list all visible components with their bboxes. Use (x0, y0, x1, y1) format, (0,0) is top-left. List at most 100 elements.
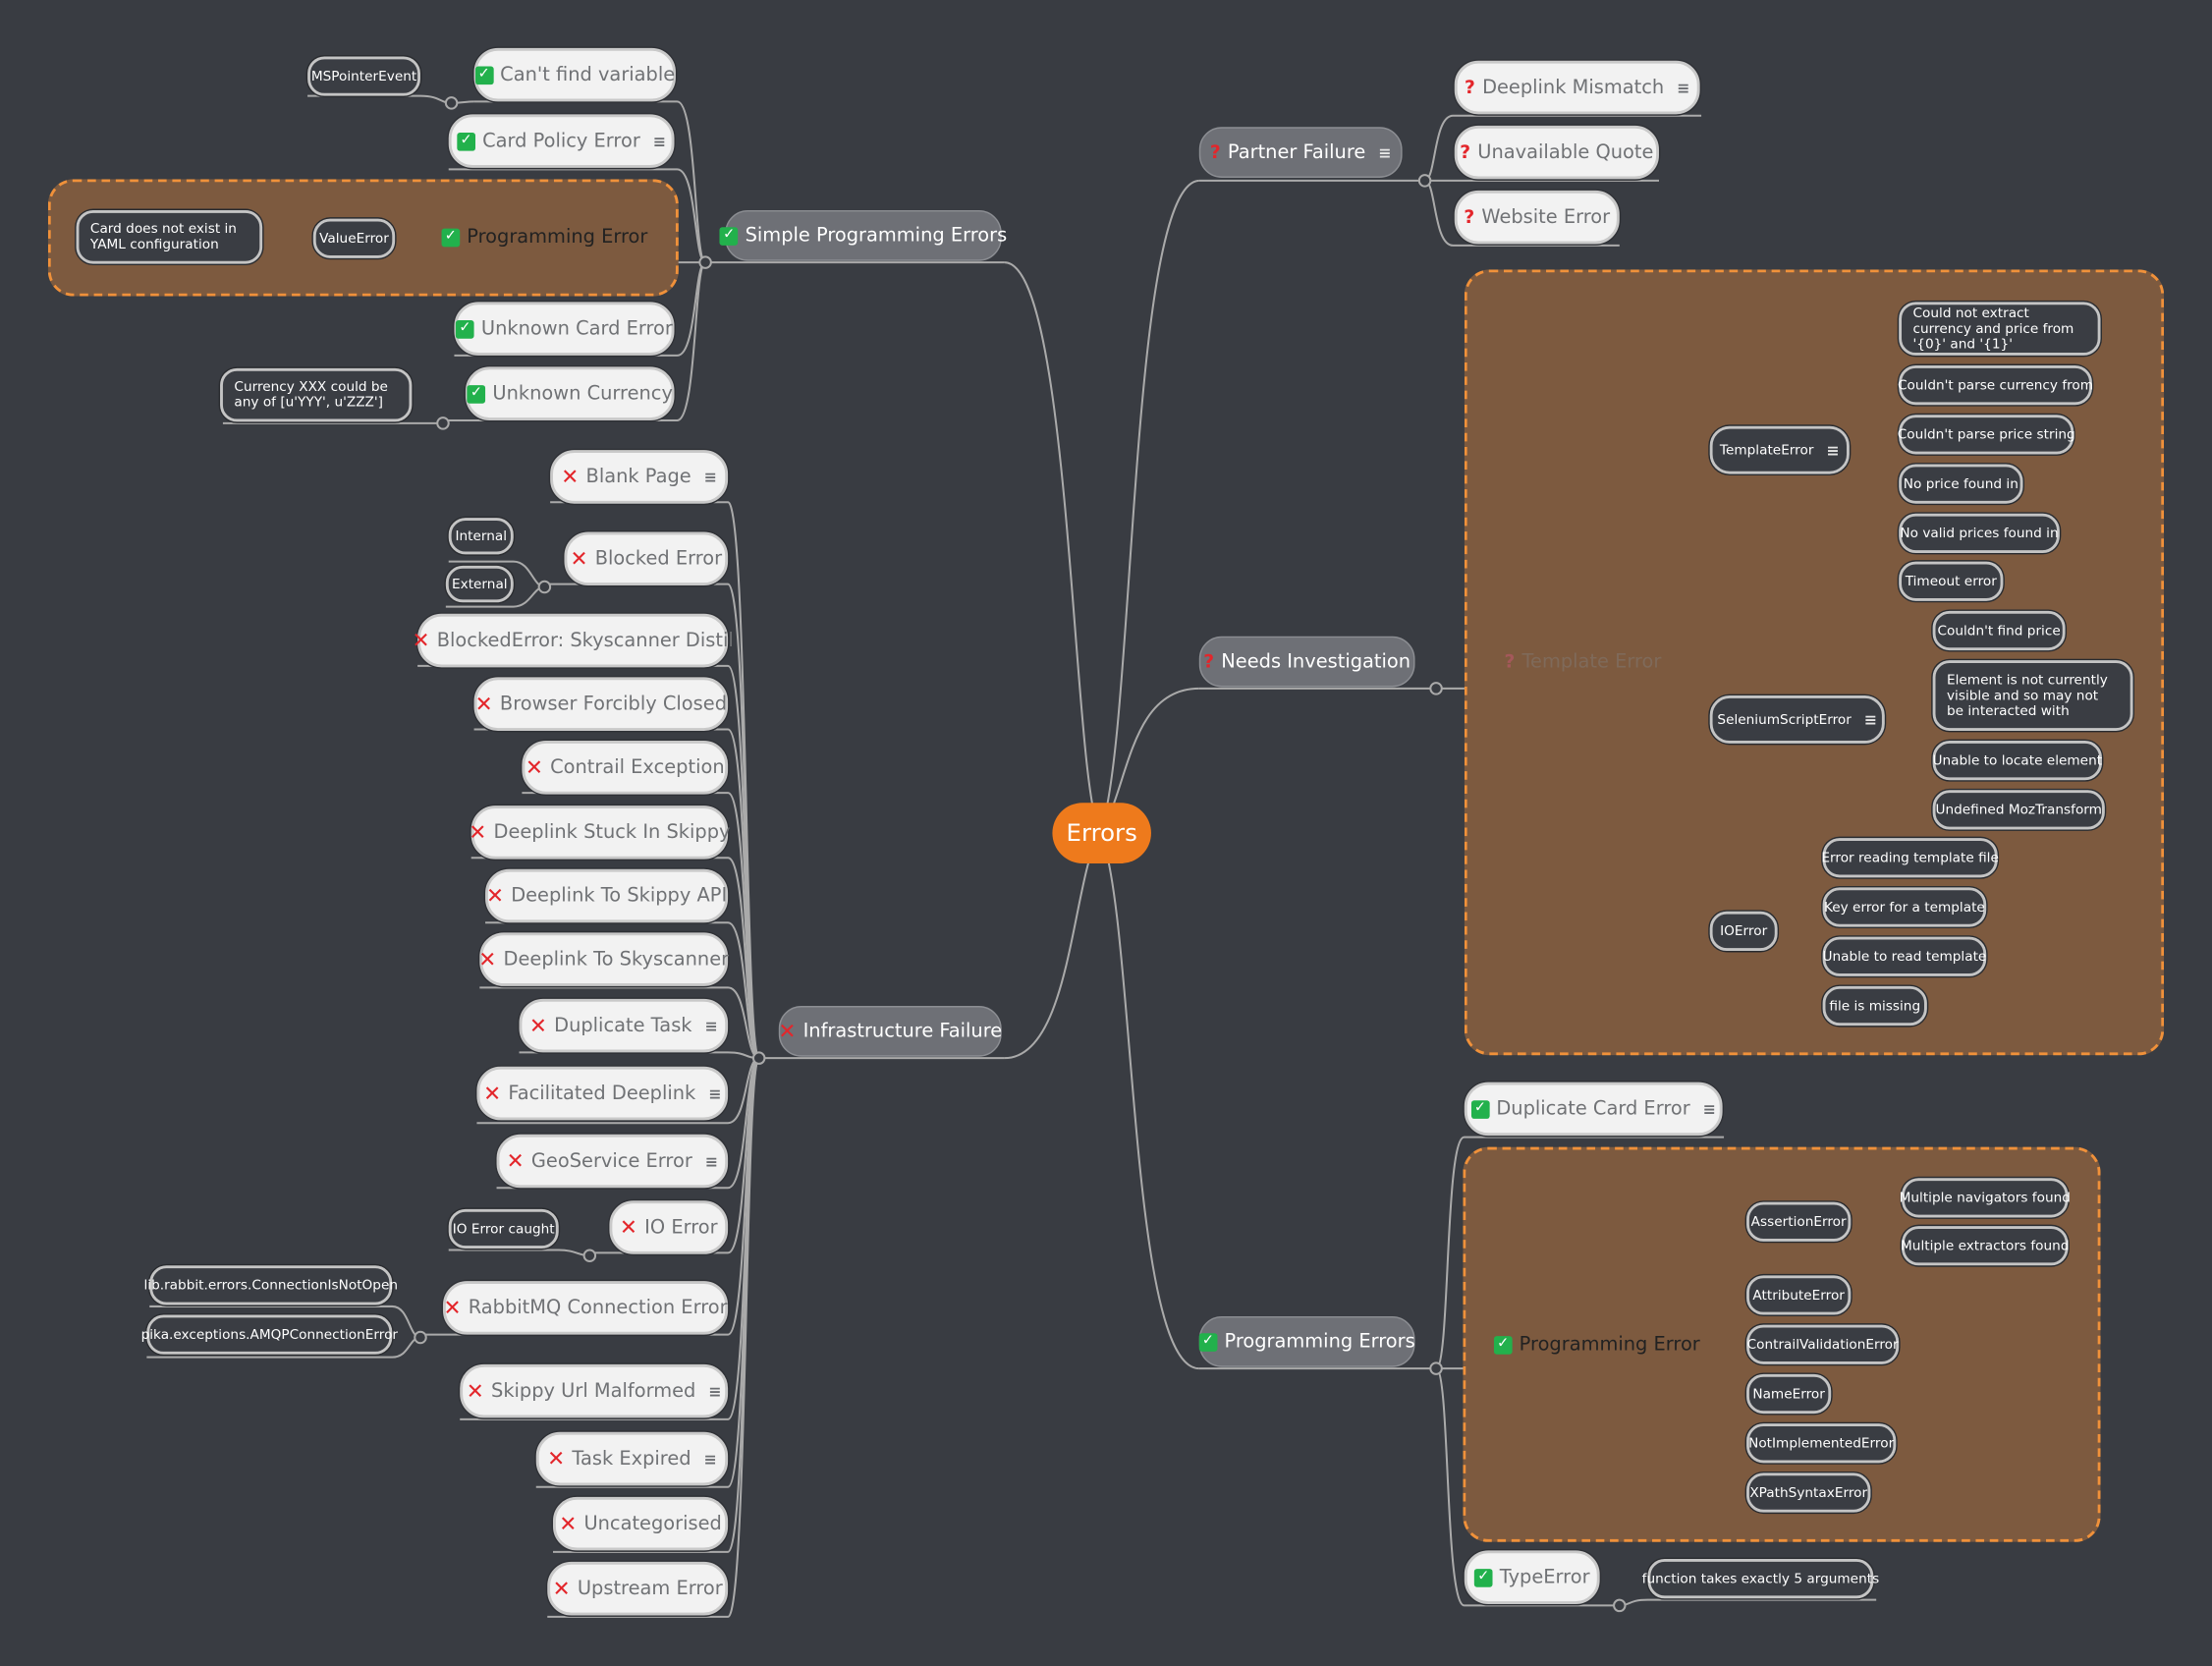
leaf-timeout-error[interactable]: Timeout error (1899, 561, 2004, 601)
topic-upstream-error[interactable]: ✕ Upstream Error (547, 1561, 729, 1616)
topic-partner-failure[interactable]: ? Partner Failure ≡ (1198, 127, 1403, 178)
notes-icon: ≡ (704, 1151, 718, 1171)
check-icon: ✓ (474, 65, 494, 84)
cross-icon: ✕ (570, 545, 588, 571)
topic-deeplink-to-skyscanner[interactable]: ✕ Deeplink To Skyscanner (478, 932, 729, 986)
leaf-couldnt-find-price[interactable]: Couldn't find price (1932, 610, 2066, 651)
topic-website-error[interactable]: ? Website Error (1454, 190, 1620, 245)
notes-icon: ≡ (1826, 440, 1840, 460)
leaf-file-is-missing[interactable]: file is missing (1822, 985, 1927, 1027)
question-icon: ? (1460, 141, 1471, 163)
cross-icon: ✕ (619, 1213, 637, 1240)
topic-assertion-error[interactable]: AssertionError (1746, 1201, 1852, 1242)
root-topic[interactable]: Errors (1052, 803, 1151, 863)
leaf-error-reading-template[interactable]: Error reading template file (1821, 838, 1999, 878)
topic-simple-programming-error-inner[interactable]: ✓ Programming Error (441, 219, 647, 255)
leaf-xpath-syntax-error[interactable]: XPathSyntaxError (1746, 1472, 1871, 1513)
leaf-internal[interactable]: Internal (448, 518, 514, 555)
leaf-couldnt-parse-currency[interactable]: Couldn't parse currency from (1898, 364, 2093, 406)
leaf-io-error-caught[interactable]: IO Error caught (448, 1208, 559, 1250)
check-icon: ✓ (1493, 1335, 1513, 1355)
topic-io-error[interactable]: ✕ IO Error (609, 1200, 729, 1254)
topic-selenium-script-error[interactable]: SeleniumScriptError ≡ (1709, 695, 1885, 744)
topic-geoservice-error[interactable]: ✕ GeoService Error ≡ (496, 1134, 729, 1189)
topic-deeplink-to-skippy-api[interactable]: ✕ Deeplink To Skippy API (485, 868, 729, 923)
leaf-key-error-template[interactable]: Key error for a template (1822, 887, 1987, 927)
topic-deeplink-stuck-in-skippy[interactable]: ✕ Deeplink Stuck In Skippy (469, 805, 731, 860)
leaf-mspointerevent[interactable]: MSPointerEvent (307, 56, 420, 96)
topic-duplicate-task[interactable]: ✕ Duplicate Task ≡ (519, 998, 729, 1053)
leaf-not-implemented-error[interactable]: NotImplementedError (1746, 1423, 1897, 1464)
check-icon: ✓ (467, 384, 486, 404)
topic-rabbitmq-connection-error[interactable]: ✕ RabbitMQ Connection Error (442, 1281, 729, 1335)
leaf-external[interactable]: External (445, 565, 514, 603)
leaf-function-takes-arguments[interactable]: function takes exactly 5 arguments (1642, 1559, 1879, 1599)
question-icon: ? (1209, 141, 1221, 163)
cross-icon: ✕ (559, 1510, 578, 1536)
leaf-could-not-extract[interactable]: Could not extract currency and price fro… (1899, 302, 2101, 356)
cross-icon: ✕ (552, 1575, 571, 1601)
check-icon: ✓ (719, 226, 739, 246)
leaf-undefined-moztransform[interactable]: Undefined MozTransform (1932, 790, 2105, 830)
leaf-multiple-navigators[interactable]: Multiple navigators found (1900, 1178, 2071, 1218)
cross-icon: ✕ (474, 691, 493, 716)
topic-contrail-exception[interactable]: ✕ Contrail Exception (522, 741, 729, 795)
topic-cant-find-variable[interactable]: ✓ Can't find variable (473, 47, 676, 102)
check-icon: ✓ (1473, 1568, 1493, 1587)
leaf-card-not-in-yaml[interactable]: Card does not exist in YAML configuratio… (76, 209, 263, 264)
topic-duplicate-card-error[interactable]: ✓ Duplicate Card Error ≡ (1464, 1082, 1723, 1137)
topic-facilitated-deeplink[interactable]: ✕ Facilitated Deeplink ≡ (476, 1066, 729, 1121)
leaf-value-error[interactable]: ValueError (312, 218, 396, 258)
leaf-unable-to-locate[interactable]: Unable to locate element (1933, 741, 2102, 781)
leaf-unable-read-template[interactable]: Unable to read template (1822, 936, 1986, 976)
topic-unknown-currency[interactable]: ✓ Unknown Currency (465, 366, 675, 420)
topic-uncategorised[interactable]: ✕ Uncategorised (552, 1496, 729, 1551)
check-icon: ✓ (441, 227, 461, 247)
cross-icon: ✕ (525, 753, 543, 780)
notes-icon: ≡ (1863, 710, 1878, 729)
cross-icon: ✕ (778, 1018, 797, 1044)
question-icon: ? (1464, 206, 1475, 228)
leaf-attribute-error[interactable]: AttributeError (1746, 1275, 1852, 1315)
cross-icon: ✕ (412, 627, 430, 653)
topic-programming-error-inner[interactable]: ✓ Programming Error (1493, 1326, 1700, 1362)
leaf-name-error[interactable]: NameError (1746, 1373, 1832, 1415)
topic-type-error[interactable]: ✓ TypeError (1464, 1550, 1600, 1604)
topic-template-error[interactable]: ? Template Error (1504, 650, 1662, 674)
notes-icon: ≡ (704, 1016, 718, 1035)
cross-icon: ✕ (506, 1147, 525, 1174)
topic-simple-programming-errors[interactable]: ✓ Simple Programming Errors (719, 209, 1007, 261)
notes-icon: ≡ (652, 132, 666, 150)
topic-ioerror[interactable]: IOError (1709, 911, 1778, 952)
topic-skippy-url-malformed[interactable]: ✕ Skippy Url Malformed ≡ (460, 1363, 729, 1418)
leaf-no-price-found[interactable]: No price found in (1899, 464, 2023, 504)
check-icon: ✓ (1198, 1332, 1218, 1352)
notes-icon: ≡ (703, 1449, 717, 1469)
topic-infrastructure-failure[interactable]: ✕ Infrastructure Failure (778, 1006, 1002, 1057)
topic-card-policy-error[interactable]: ✓ Card Policy Error ≡ (448, 114, 675, 168)
topic-deeplink-mismatch[interactable]: ? Deeplink Mismatch ≡ (1454, 60, 1700, 115)
leaf-element-not-visible[interactable]: Element is not currently visible and so … (1932, 660, 2133, 731)
topic-templateerror-class[interactable]: TemplateError ≡ (1709, 425, 1850, 474)
topic-task-expired[interactable]: ✕ Task Expired ≡ (535, 1431, 729, 1486)
topic-blockederror-skyscanner-distil[interactable]: ✕ BlockedError: Skyscanner Distil (412, 613, 734, 668)
topic-blocked-error[interactable]: ✕ Blocked Error (564, 531, 729, 586)
leaf-multiple-extractors[interactable]: Multiple extractors found (1901, 1226, 2069, 1266)
cross-icon: ✕ (466, 1377, 484, 1404)
topic-programming-errors[interactable]: ✓ Programming Errors (1198, 1315, 1415, 1367)
notes-icon: ≡ (708, 1083, 722, 1103)
leaf-pika-amqp-connection-error[interactable]: pika.exceptions.AMQPConnectionError (141, 1314, 398, 1355)
check-icon: ✓ (456, 319, 474, 338)
cross-icon: ✕ (528, 1012, 547, 1038)
leaf-currency-xxx[interactable]: Currency XXX could be any of [u'YYY', u'… (220, 367, 413, 422)
topic-needs-investigation[interactable]: ? Needs Investigation (1198, 636, 1415, 688)
leaf-rabbit-connection-not-open[interactable]: lib.rabbit.errors.ConnectionIsNotOpen (143, 1265, 398, 1305)
topic-browser-forcibly-closed[interactable]: ✕ Browser Forcibly Closed (473, 677, 729, 731)
topic-unavailable-quote[interactable]: ? Unavailable Quote (1454, 125, 1659, 180)
leaf-no-valid-prices[interactable]: No valid prices found in (1899, 513, 2060, 553)
leaf-contrail-validation-error[interactable]: ContrailValidationError (1746, 1324, 1900, 1364)
topic-unknown-card-error[interactable]: ✓ Unknown Card Error (454, 302, 675, 356)
topic-blank-page[interactable]: ✕ Blank Page ≡ (550, 450, 729, 504)
leaf-couldnt-parse-price[interactable]: Couldn't parse price string (1898, 415, 2075, 455)
